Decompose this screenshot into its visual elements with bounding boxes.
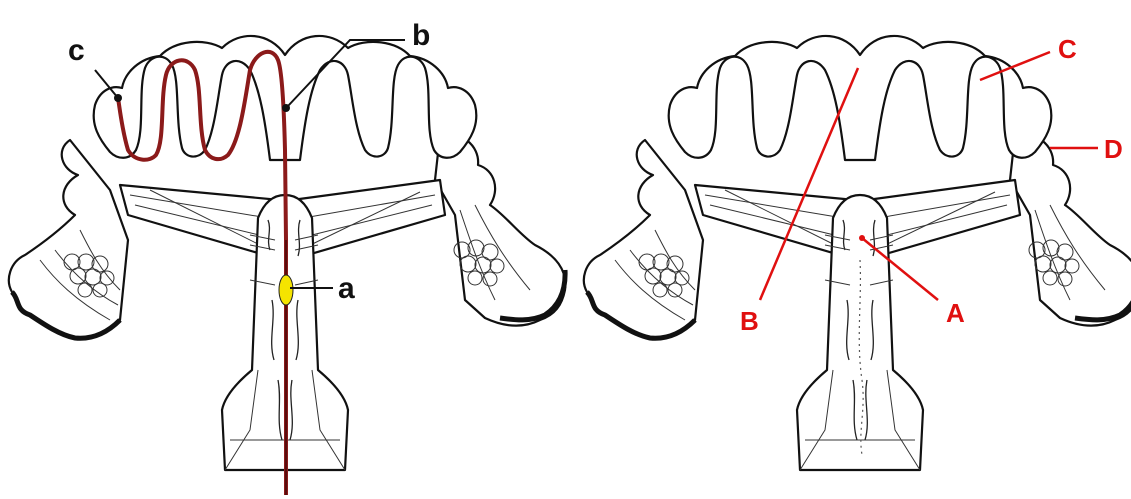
label-b: b [412, 19, 430, 52]
label-D: D [1104, 134, 1123, 164]
left-diagram: a b c [9, 19, 566, 495]
label-a: a [338, 272, 355, 305]
label-C: C [1058, 34, 1077, 64]
label-A: A [946, 298, 965, 328]
right-diagram: A B C D [584, 34, 1131, 470]
label-c: c [68, 34, 85, 67]
label-B: B [740, 306, 759, 336]
balloon [279, 275, 293, 305]
